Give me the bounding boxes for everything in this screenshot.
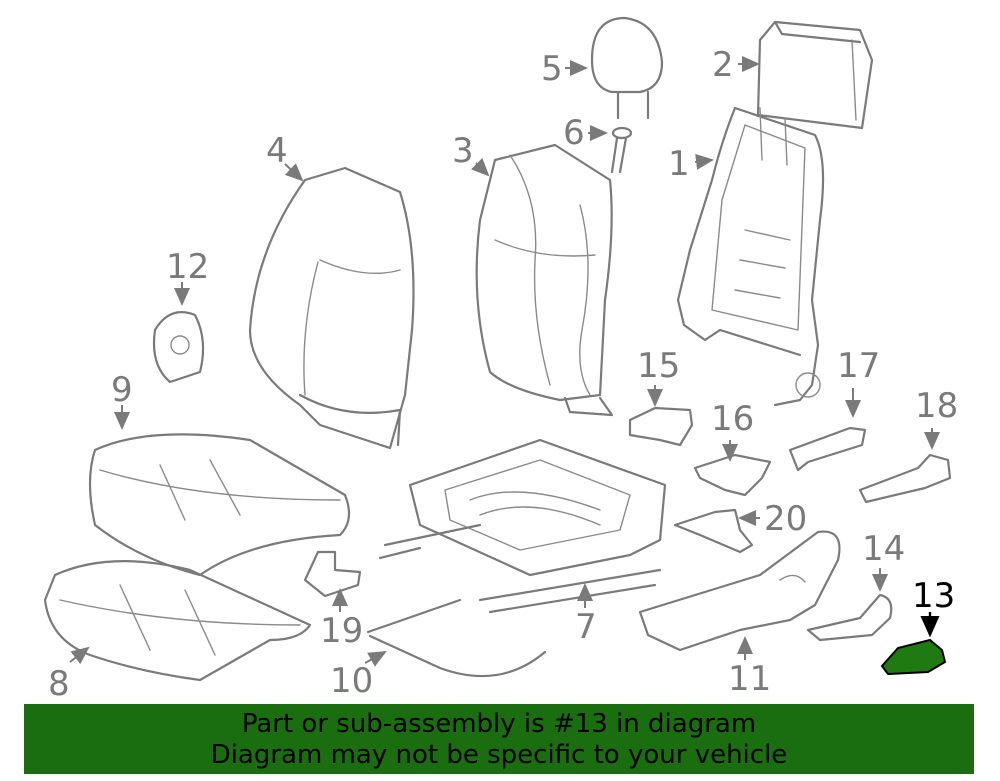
callout-20: 20 [764,499,807,539]
callout-4: 4 [266,131,288,171]
callout-labels: 5 2 6 1 3 4 12 9 8 10 19 7 11 15 16 17 1… [48,45,958,704]
callout-14: 14 [862,529,905,569]
callout-2: 2 [712,45,734,85]
callout-3: 3 [452,131,474,171]
part-6-headrest-guide [610,126,633,174]
banner-line-1: Part or sub-assembly is #13 in diagram [241,709,757,739]
callout-arrows [69,56,940,667]
part-18-bracket [858,453,952,504]
part-5-headrest [590,16,664,120]
part-11-side-shield [638,530,841,652]
part-8-cushion-pad [43,560,312,682]
part-12-recliner-cover [152,311,205,384]
part-4-seatback-cover [248,166,415,450]
part-1-seatback-frame [676,106,825,407]
callout-9: 9 [111,370,133,410]
part-10-wire [366,598,547,678]
part-3-seatback-pad [475,143,614,417]
callout-1: 1 [668,144,690,184]
part-14-cover [806,593,893,642]
callout-16: 16 [711,399,754,439]
callout-13: 13 [912,576,955,616]
callout-19: 19 [320,611,363,651]
part-13-highlighted [880,638,947,676]
callout-6: 6 [563,113,585,153]
part-15-bracket [628,406,694,447]
part-9-cushion-cover [88,433,351,577]
callout-7: 7 [575,607,597,647]
callout-12: 12 [166,247,209,287]
callout-15: 15 [637,346,680,386]
part-20-bracket [673,508,754,554]
callout-8: 8 [48,664,70,704]
callout-17: 17 [837,346,880,386]
callout-11: 11 [728,659,771,699]
part-16-bracket [693,453,772,497]
part-19-bracket [303,550,362,598]
callout-5: 5 [541,49,563,89]
callout-10: 10 [330,661,373,701]
callout-18: 18 [915,386,958,426]
part-17-lever [788,426,867,472]
part-7-seat-frame [378,438,667,614]
banner-line-2: Diagram may not be specific to your vehi… [210,740,788,770]
info-banner: Part or sub-assembly is #13 in diagram D… [24,704,974,774]
part-2-headrest-pad [756,20,874,130]
